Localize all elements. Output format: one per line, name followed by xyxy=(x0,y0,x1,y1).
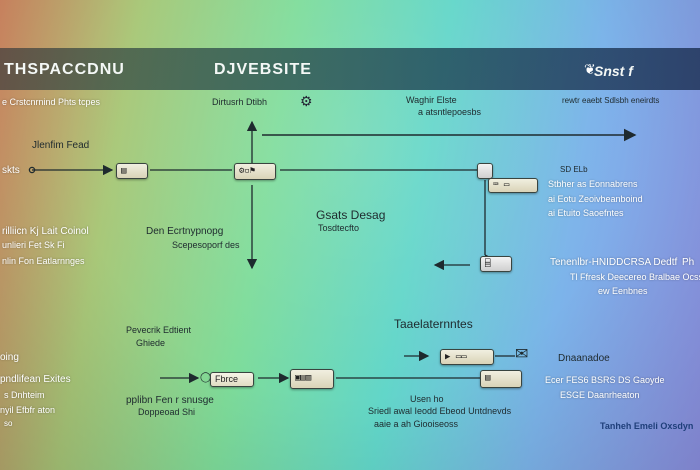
right-block-2: ai Eotu Zeoivbeanboind xyxy=(548,194,643,204)
header-left-title: THSPACCDNU xyxy=(4,61,125,78)
node-bottom-upper-icon: ▶ ▭▭ xyxy=(445,352,467,362)
bottom-right-heading: Taaelaternntes xyxy=(394,317,473,331)
center-heading: Gsats Desag xyxy=(316,208,386,222)
subtitle-right-b: a atsntlepoesbs xyxy=(418,107,482,117)
bottom-mid-subheading: Ghiede xyxy=(136,338,166,348)
node-bottom-center[interactable]: ▣▤▥ xyxy=(290,369,334,389)
node-center[interactable]: ⚙▫⚑ xyxy=(234,163,276,180)
right-block-4: Tenenlbr-HNIDDCRSA Dedtf xyxy=(550,257,678,268)
bottom-center-3: aaie a ah Giooiseoss xyxy=(374,419,459,429)
mid-note-2: Scepesoporf des xyxy=(172,240,240,250)
node-bottom-right[interactable]: ▤ xyxy=(480,370,522,388)
bottom-low-1: pplibn Fen r snusge xyxy=(126,395,214,406)
subtitle-right-a: Waghir Elste xyxy=(406,95,457,105)
bottom-center-2: Sriedl awal Ieodd Ebeod Untdnevds xyxy=(368,406,512,416)
bottom-right-2: Ecer FES6 BSRS DS Gaoyde xyxy=(545,375,665,385)
bottom-left-2: pndlifean Exites xyxy=(0,374,71,385)
node-left-icon: ▤ xyxy=(121,166,127,176)
bottom-left-3: s Dnhteim xyxy=(4,390,45,400)
bottom-right-3: ESGE Daanrheaton xyxy=(560,390,640,400)
label-top-left: Jlenfim Fead xyxy=(32,140,90,151)
label-left-edge: skts xyxy=(2,165,20,176)
terminal-icon: ⌨ ▭ xyxy=(493,180,510,190)
bottom-node-label: Fbrce xyxy=(215,374,239,384)
mail-icon: ✉ xyxy=(515,346,529,363)
bottom-left-1: oing xyxy=(0,352,19,363)
subtitle-center: Dirtusrh Dtibh xyxy=(212,97,268,107)
right-block-3: ai Etuito Saoefntes xyxy=(548,208,624,218)
node-bottom-left[interactable]: Fbrce xyxy=(210,372,254,387)
subtitle-far-right: rewtr eaebt Sdlsbh eneirdts xyxy=(562,96,660,105)
footer-right: Tanheh Emeli Oxsdyn xyxy=(600,421,694,431)
left-block-3: nlin Fon Eatlarnnges xyxy=(2,256,85,266)
node-right-label[interactable]: ⌨ ▭ xyxy=(488,178,538,193)
right-node-label: SD ELb xyxy=(560,165,588,174)
gear-icon: ⚙ xyxy=(300,93,313,109)
right-block-7: ew Eenbnes xyxy=(598,286,648,296)
right-block-6: Tl Ffresk Deecereo Bralbae Ocsse xyxy=(570,272,700,282)
node-right-square[interactable] xyxy=(477,163,493,179)
bottom-left-4: nyil Efbfr aton xyxy=(0,405,56,415)
left-block-2: unlieri Fet Sk Fi xyxy=(2,240,65,250)
node-bottom-right-icon: ▤ xyxy=(485,373,491,383)
left-block-1: rilliicn Kj Lait Coinol xyxy=(2,226,89,237)
right-block-5: Ph xyxy=(682,257,695,268)
node-bottom-upper[interactable]: ▶ ▭▭ xyxy=(440,349,494,365)
header-center-title: DJVEBSITE xyxy=(214,61,312,78)
bottom-left-5: so xyxy=(4,419,13,428)
mid-note-1: Den Ecrtnypnopg xyxy=(146,226,224,237)
play-icon: ◯ xyxy=(200,372,212,383)
right-block-1: Stbher as Eonnabrens xyxy=(548,179,638,189)
bottom-center-1: Usen ho xyxy=(410,394,444,404)
center-subheading: Tosdtecfto xyxy=(318,223,360,233)
bottom-mid-heading: Pevecrik Edtient xyxy=(126,325,192,335)
bottom-right-1: Dnaanadoe xyxy=(558,353,610,364)
header-right-title: Snst f xyxy=(594,63,633,79)
settings-node-icon: ⚙▫⚑ xyxy=(239,166,256,176)
header-bar xyxy=(0,48,700,90)
node-left[interactable]: ▤ xyxy=(116,163,148,179)
feather-icon: ❦ xyxy=(584,61,596,77)
node-right-lower[interactable]: ⌸ xyxy=(480,256,512,272)
terminal-icon-2: ▣▤▥ xyxy=(295,373,312,383)
database-icon: ⌸ xyxy=(485,259,491,269)
subtitle-left: e Crstcnrnind Phts tcpes xyxy=(2,97,101,107)
bottom-low-2: Doppeoad Shi xyxy=(138,407,196,417)
